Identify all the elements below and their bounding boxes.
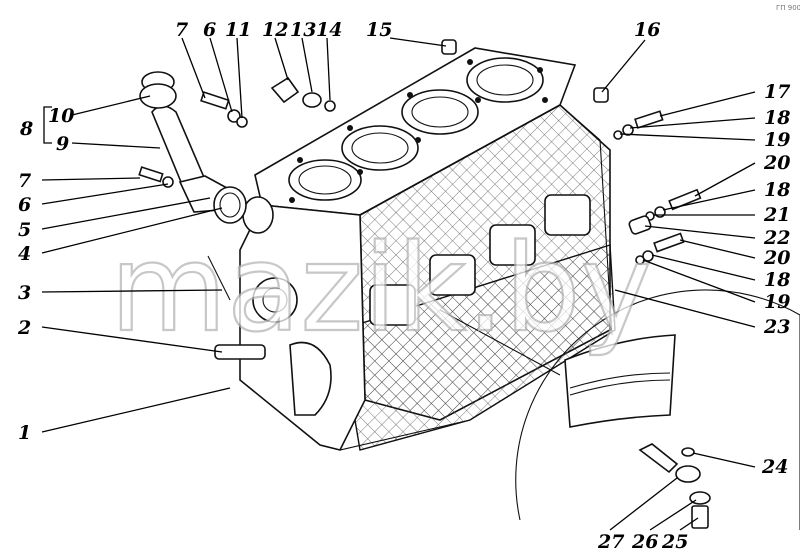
callout-12: 12 xyxy=(262,19,288,41)
cylinder-bores xyxy=(288,57,544,201)
bracket-8 xyxy=(43,106,52,144)
corner-mark: ГП 900 xyxy=(776,4,800,12)
callout-19-a: 19 xyxy=(764,129,790,151)
callout-27: 27 xyxy=(597,531,624,553)
leader-lines xyxy=(41,37,756,531)
callout-19-b: 19 xyxy=(764,291,790,313)
callout-4: 4 xyxy=(18,243,31,265)
callout-20-a: 20 xyxy=(763,152,790,174)
callout-18-c: 18 xyxy=(764,269,790,291)
callout-6-top: 6 xyxy=(203,19,216,41)
detail-view-circle xyxy=(439,289,800,530)
callout-22: 22 xyxy=(763,227,790,249)
head-bolt-holes xyxy=(289,59,548,203)
callout-15: 15 xyxy=(366,19,392,41)
callout-23: 23 xyxy=(763,316,790,338)
callout-18-b: 18 xyxy=(764,179,790,201)
callout-7-top: 7 xyxy=(175,19,188,41)
callout-3: 3 xyxy=(18,282,31,304)
callout-9: 9 xyxy=(56,133,69,155)
callout-13: 13 xyxy=(290,19,316,41)
callout-6: 6 xyxy=(18,194,31,216)
callout-16: 16 xyxy=(634,19,660,41)
callout-20-b: 20 xyxy=(763,247,790,269)
callout-labels: 1 2 3 4 5 6 7 8 9 10 6 7 11 12 13 14 15 … xyxy=(17,19,790,553)
callout-2: 2 xyxy=(17,317,31,339)
callout-18-a: 18 xyxy=(764,107,790,129)
cylinder-block xyxy=(214,47,616,451)
callout-17: 17 xyxy=(764,81,790,103)
callout-24: 24 xyxy=(761,456,788,478)
callout-7: 7 xyxy=(18,170,31,192)
callout-5: 5 xyxy=(18,219,31,241)
cam-bosses xyxy=(369,194,591,326)
callout-25: 25 xyxy=(661,531,688,553)
water-pipe-assembly xyxy=(139,71,247,224)
callout-8: 8 xyxy=(19,118,33,140)
callout-10: 10 xyxy=(48,105,74,127)
callout-11: 11 xyxy=(225,19,251,41)
callout-26: 26 xyxy=(631,531,658,553)
callout-21: 21 xyxy=(763,204,790,226)
callout-14: 14 xyxy=(316,19,342,41)
callout-1: 1 xyxy=(18,422,31,444)
watermark: mazik.by xyxy=(110,220,652,359)
